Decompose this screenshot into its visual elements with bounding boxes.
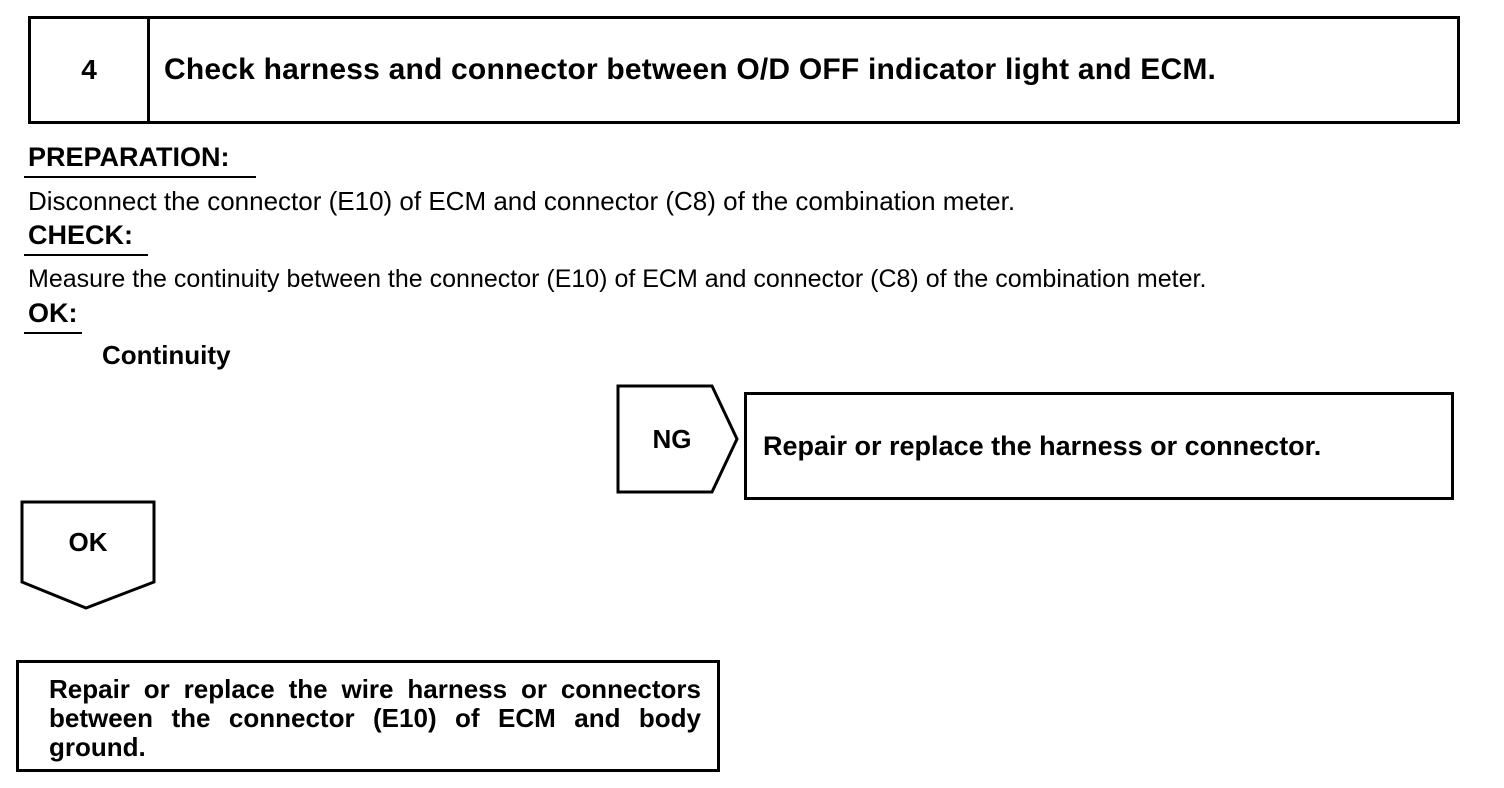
preparation-heading: PREPARATION: [28, 142, 230, 172]
check-text: Measure the continuity between the conne… [28, 265, 1207, 293]
ok-action-box: Repair or replace the wire harness or co… [16, 660, 720, 772]
check-heading: CHECK: [28, 220, 133, 250]
ok-underline [24, 332, 82, 334]
ok-value: Continuity [102, 340, 231, 370]
preparation-text: Disconnect the connector (E10) of ECM an… [28, 186, 1016, 216]
check-underline [24, 254, 148, 256]
preparation-underline [24, 176, 256, 178]
ok-label: OK [68, 526, 108, 557]
step-number: 4 [31, 19, 150, 121]
step-title: Check harness and connector between O/D … [164, 53, 1217, 86]
ok-arrow-tag [20, 500, 156, 610]
ng-action-box: Repair or replace the harness or connect… [744, 392, 1454, 500]
ok-heading: OK: [28, 298, 78, 328]
ng-arrow-tag [616, 384, 739, 494]
step-header-box: 4 Check harness and connector between O/… [28, 16, 1460, 124]
ng-label: NG [652, 423, 692, 454]
